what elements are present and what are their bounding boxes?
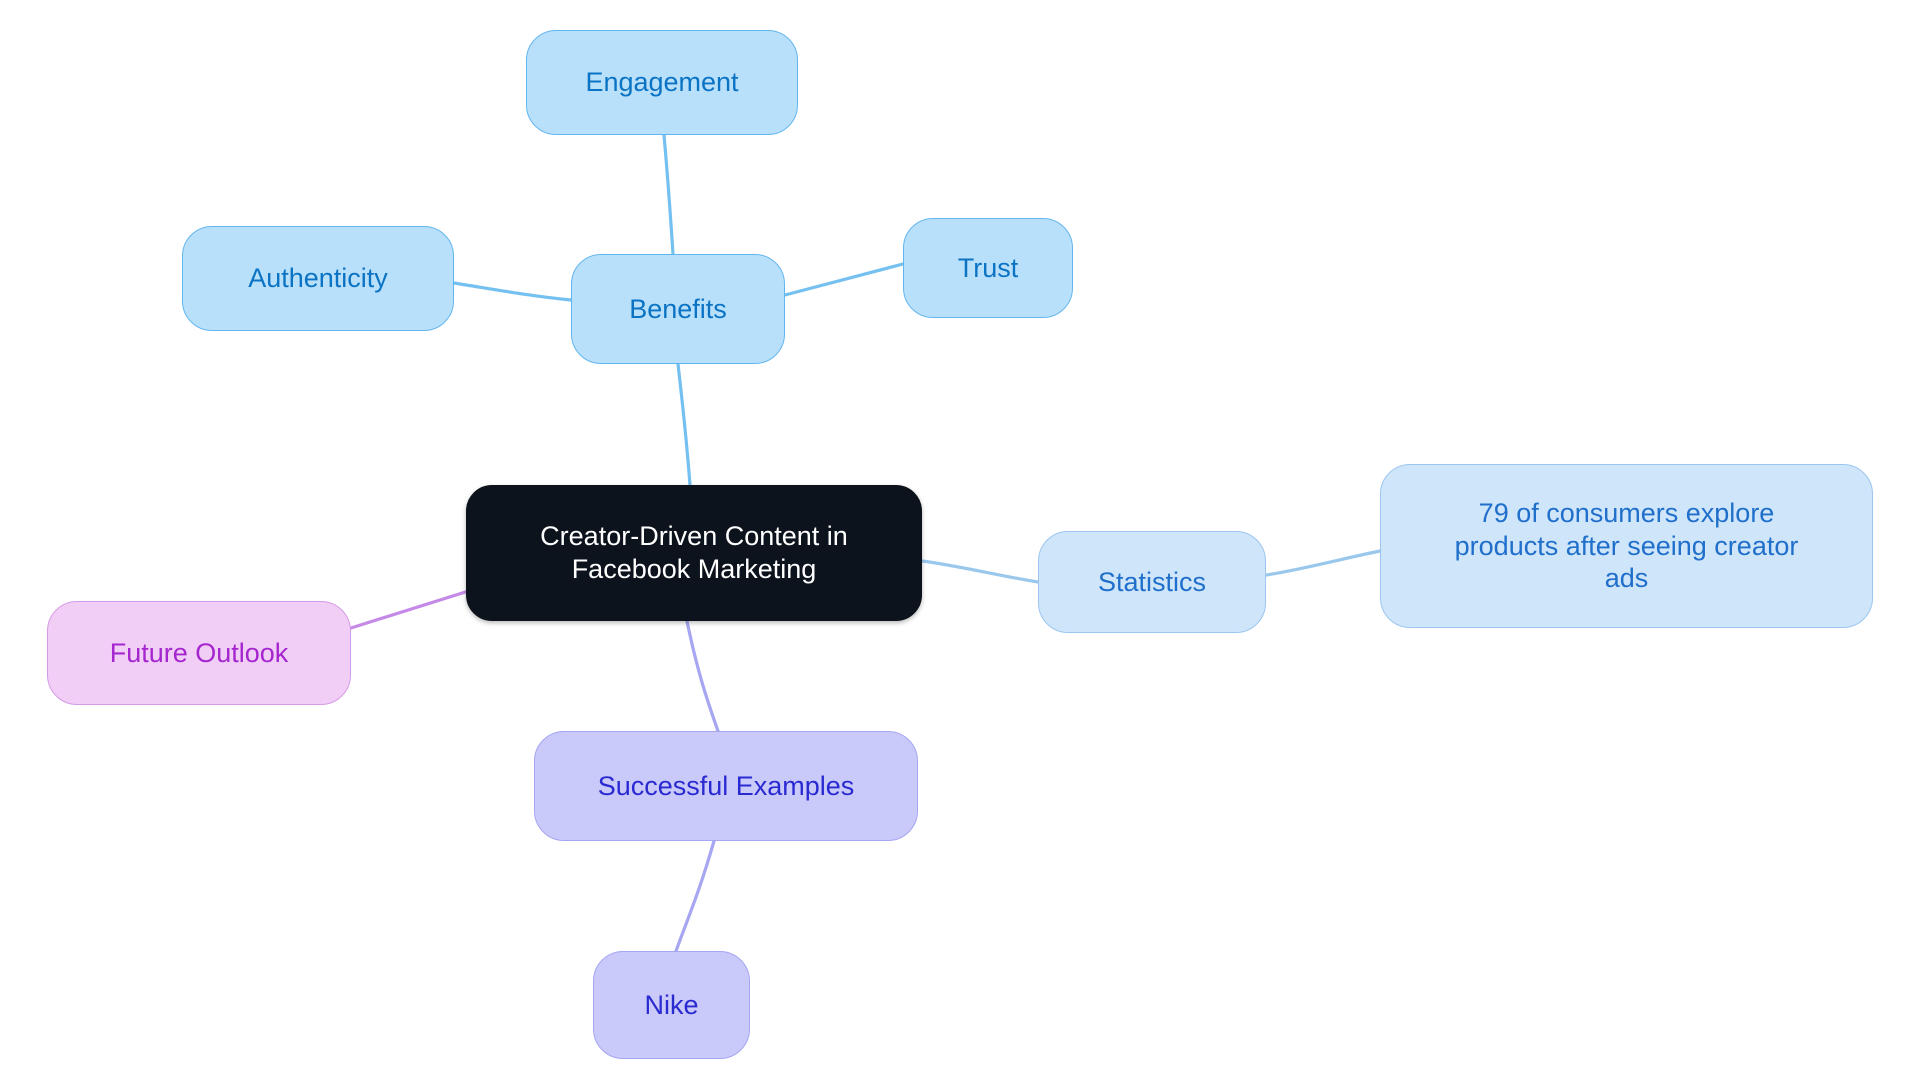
- mindmap-node-nike-label: Nike: [644, 989, 699, 1020]
- edge-root-future: [349, 587, 477, 630]
- mindmap-node-future-outlook-label: Future Outlook: [109, 637, 289, 668]
- mindmap-node-successful-examples[interactable]: Successful Examples: [534, 731, 918, 841]
- mindmap-node-engagement[interactable]: Engagement: [526, 30, 798, 135]
- edge-statistics-detail: [1264, 549, 1382, 577]
- mindmap-node-successful-examples-label: Successful Examples: [597, 770, 855, 801]
- mindmap-node-future-outlook[interactable]: Future Outlook: [47, 601, 351, 705]
- mindmap-node-benefits-label: Benefits: [629, 293, 727, 324]
- mindmap-node-stat-detail[interactable]: 79 of consumers explore products after s…: [1380, 464, 1873, 628]
- edge-benefits-engagement: [662, 133, 675, 256]
- mindmap-node-authenticity[interactable]: Authenticity: [182, 226, 454, 331]
- edge-examples-nike: [674, 839, 716, 953]
- mindmap-node-nike[interactable]: Nike: [593, 951, 750, 1059]
- mindmap-root-node[interactable]: Creator-Driven Content in Facebook Marke…: [466, 485, 922, 621]
- edge-benefits-trust: [783, 262, 905, 297]
- mindmap-node-benefits[interactable]: Benefits: [571, 254, 785, 364]
- mindmap-node-statistics[interactable]: Statistics: [1038, 531, 1266, 633]
- edge-root-statistics: [920, 559, 1040, 584]
- edge-root-benefits: [676, 362, 692, 487]
- mindmap-root-node-label: Creator-Driven Content in Facebook Marke…: [540, 521, 848, 584]
- mindmap-node-engagement-label: Engagement: [585, 67, 739, 98]
- mindmap-node-statistics-label: Statistics: [1097, 566, 1207, 597]
- edge-root-examples: [685, 619, 720, 733]
- edge-benefits-authenticity: [452, 281, 573, 302]
- mindmap-node-trust[interactable]: Trust: [903, 218, 1073, 318]
- mindmap-node-stat-detail-label: 79 of consumers explore products after s…: [1454, 497, 1799, 594]
- mindmap-node-trust-label: Trust: [957, 252, 1019, 283]
- mindmap-node-authenticity-label: Authenticity: [248, 263, 388, 294]
